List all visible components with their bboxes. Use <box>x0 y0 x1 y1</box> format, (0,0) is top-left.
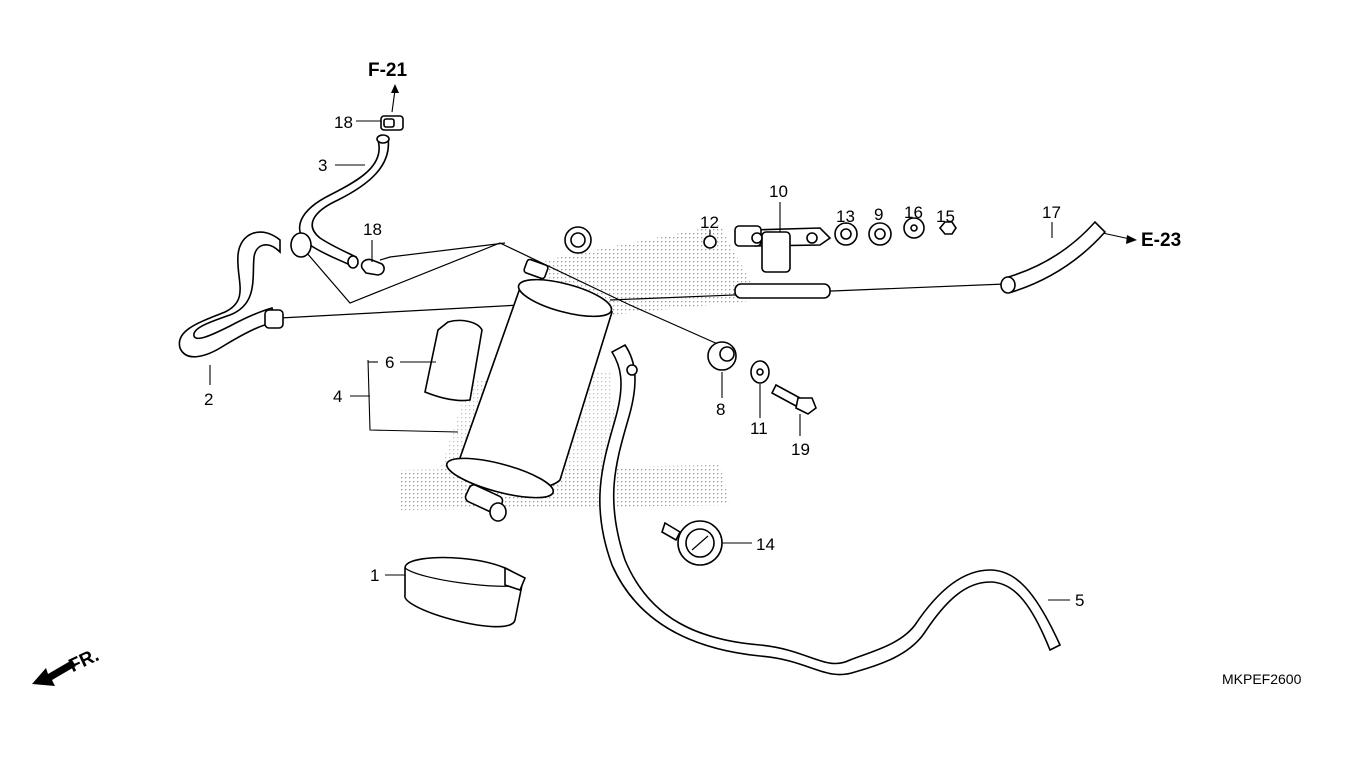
svg-text:FR.: FR. <box>66 645 103 677</box>
washer-11[interactable] <box>750 360 770 384</box>
label-12: 12 <box>700 213 719 232</box>
canister-4[interactable] <box>443 226 615 522</box>
svg-text:F-21: F-21 <box>368 60 408 81</box>
label-13: 13 <box>836 207 855 226</box>
front-arrow: FR. <box>32 645 102 686</box>
ref-e23[interactable]: E-23 <box>1097 230 1181 251</box>
label-18-lower: 18 <box>363 220 382 239</box>
bolt-19[interactable] <box>770 383 817 415</box>
clamp-18-top[interactable] <box>380 115 404 131</box>
part-labels: 18 3 18 2 6 4 1 5 10 12 13 9 16 15 17 8 … <box>204 113 1084 610</box>
label-6: 6 <box>385 353 394 372</box>
hose-3[interactable] <box>298 134 390 269</box>
label-10: 10 <box>769 182 788 201</box>
cap-14[interactable] <box>661 520 723 566</box>
label-2: 2 <box>204 390 213 409</box>
label-8: 8 <box>716 400 725 419</box>
label-3: 3 <box>318 156 327 175</box>
label-5: 5 <box>1075 591 1084 610</box>
ref-f21[interactable]: F-21 <box>368 60 408 113</box>
hose-2[interactable] <box>178 231 312 358</box>
diagram-code: MKPEF2600 <box>1222 671 1302 687</box>
tube-5[interactable] <box>599 343 1062 676</box>
label-9: 9 <box>874 205 883 224</box>
clamp-18-lower[interactable] <box>360 258 385 276</box>
label-17: 17 <box>1042 203 1061 222</box>
label-19: 19 <box>791 440 810 459</box>
label-15: 15 <box>936 207 955 226</box>
label-14: 14 <box>756 535 775 554</box>
hose-17[interactable] <box>1000 220 1107 294</box>
label-18-top: 18 <box>334 113 353 132</box>
label-16: 16 <box>904 203 923 222</box>
washer-16[interactable] <box>903 217 925 239</box>
pad-6[interactable] <box>424 319 483 402</box>
band-1[interactable] <box>404 556 527 628</box>
label-11: 11 <box>750 419 768 438</box>
label-1: 1 <box>370 566 379 585</box>
svg-text:E-23: E-23 <box>1141 230 1181 251</box>
washer-13[interactable] <box>834 222 858 246</box>
valve-10[interactable] <box>734 225 832 299</box>
label-4: 4 <box>333 387 342 406</box>
leader-lines <box>209 120 1070 601</box>
washer-9[interactable] <box>868 222 892 246</box>
nut-15[interactable] <box>938 221 957 235</box>
grommet-8[interactable] <box>707 341 737 371</box>
nut-12[interactable] <box>703 235 717 249</box>
